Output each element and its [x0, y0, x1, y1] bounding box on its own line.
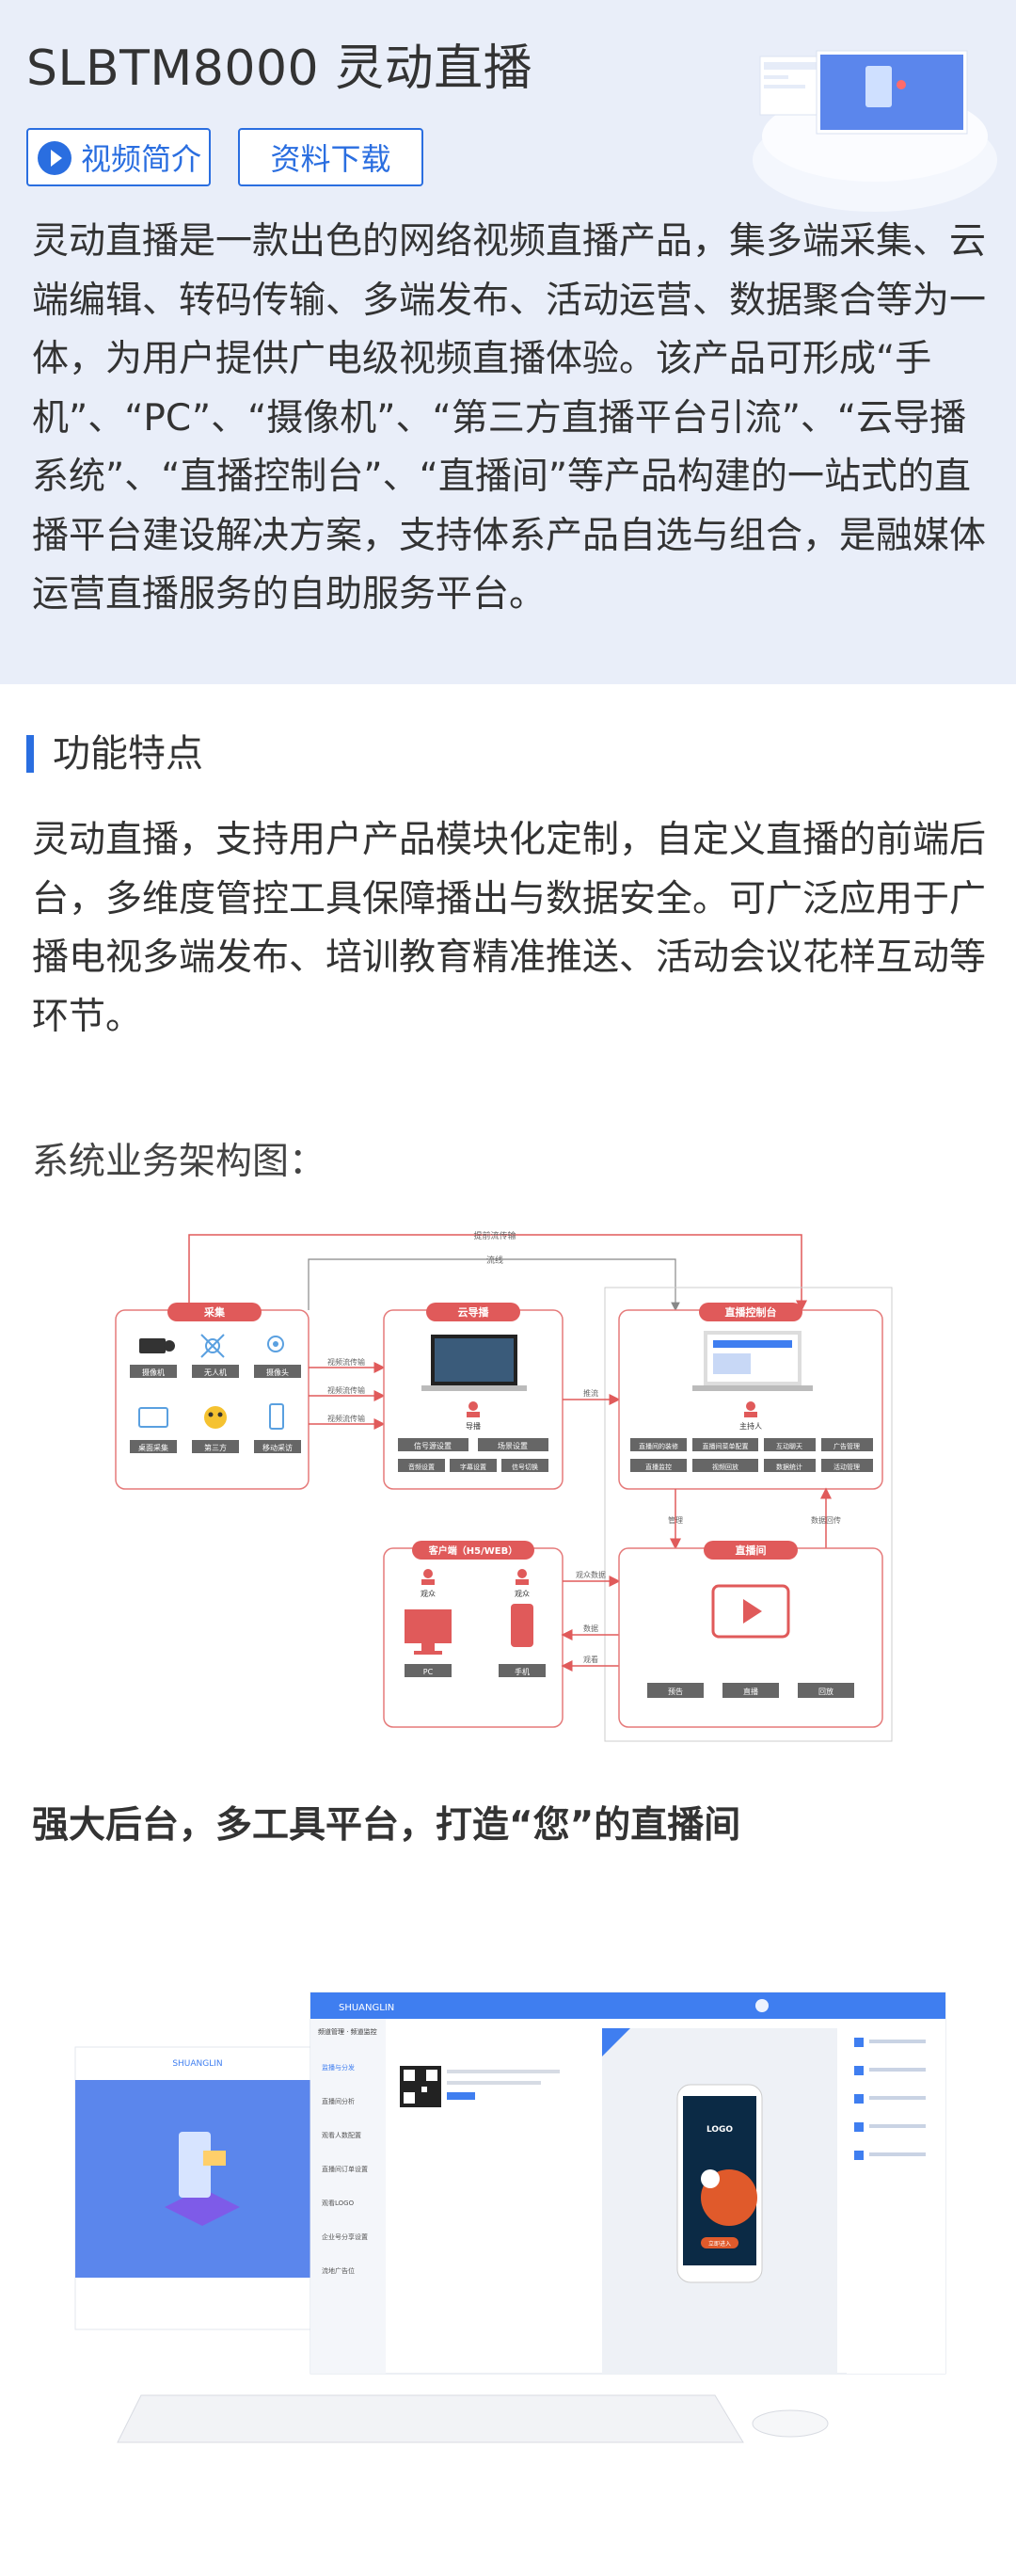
play-icon [38, 141, 71, 175]
capture-link-2: 视频流传输 [327, 1414, 365, 1423]
hero-product-illustration [753, 50, 997, 212]
client-link-0: 观众数据 [576, 1570, 606, 1579]
director-btn-1: 场景设置 [498, 1441, 528, 1450]
architecture-label: 系统业务架构图： [32, 1141, 326, 1183]
console-operator: 主持人 [739, 1421, 762, 1431]
director-btn-3: 字幕设置 [460, 1463, 486, 1471]
laptop-icon [421, 1335, 527, 1391]
capture-item-4: 第三方 [204, 1443, 227, 1452]
push-link: 推流 [583, 1388, 598, 1398]
product-description: 灵动直播是一款出色的网络视频直播产品，集多端采集、云端编辑、转码传输、多端发布、… [32, 220, 987, 616]
room-btn-1: 直播 [743, 1687, 758, 1696]
features-description: 灵动直播，支持用户产品模块化定制，自定义直播的前端后台，多维度管控工具保障播出与… [32, 819, 987, 1038]
console-btn-1: 直播间菜单配置 [703, 1442, 749, 1450]
room-title: 直播间 [736, 1544, 767, 1557]
director-btn-2: 音频设置 [408, 1463, 435, 1471]
mockup-menu-6: 流地广告位 [322, 2266, 355, 2275]
backend-mockup-illustration: SHUANGLIN SHUANGLIN 频道管理 · 频道监控 监播与分发 直播… [74, 1992, 946, 2443]
director-btn-0: 信号源设置 [414, 1441, 452, 1450]
mouse-icon [752, 2409, 829, 2438]
live-room-box: 直播间 预告 直播 回放 [618, 1541, 883, 1728]
qr-code-icon [400, 2066, 441, 2107]
mockup-menu-0: 监播与分发 [322, 2063, 355, 2072]
console-btn-7: 活动管理 [833, 1463, 860, 1471]
capture-item-1: 无人机 [204, 1368, 227, 1377]
top-link-label-1: 提前流传输 [473, 1230, 516, 1241]
room-btn-2: 回放 [818, 1687, 833, 1696]
console-btn-5: 视频回放 [712, 1463, 738, 1471]
director-btn-4: 信号切换 [512, 1463, 538, 1471]
mockup-menu-2: 观看人数配置 [322, 2131, 361, 2139]
viewer-icon [421, 1569, 435, 1585]
drone-icon [200, 1334, 225, 1358]
live-console-box: 直播控制台 主持人 直播间的装修 直播间菜单配置 互动聊天 广告管理 直播监控 … [618, 1303, 883, 1490]
capture-box: 采集 摄像机 无人机 摄像头 桌面采集 第三方 移动采访 [115, 1303, 310, 1490]
features-heading-text: 功能特点 [53, 732, 203, 776]
product-hero: SLBTM8000 灵动直播 视频简介 资料下载 灵动直播是一款出色的网络视频直… [0, 0, 1016, 684]
console-btn-2: 互动聊天 [776, 1442, 802, 1450]
desktop-icon [138, 1407, 168, 1428]
heading-accent-bar [26, 735, 34, 773]
backend-headline: 强大后台，多工具平台，打造“您”的直播间 [32, 1804, 741, 1847]
console-title: 直播控制台 [725, 1305, 777, 1319]
video-play-icon [711, 1584, 790, 1639]
client-title: 客户端（H5/WEB） [428, 1544, 517, 1557]
left-screen-brand: SHUANGLIN [172, 2059, 222, 2069]
client-link-2: 观看 [583, 1656, 598, 1664]
mockup-brand: SHUANGLIN [339, 2003, 394, 2013]
console-btn-6: 数据统计 [776, 1463, 802, 1471]
console-btn-0: 直播间的装修 [639, 1442, 678, 1450]
download-button[interactable]: 资料下载 [238, 128, 423, 186]
mockup-menu: 监播与分发 直播间分析 观看人数配置 直播间订单设置 观看LOGO 企业号分享设… [322, 2063, 368, 2275]
viewer-0: 观众 [421, 1590, 436, 1598]
capture-item-2: 摄像头 [266, 1368, 289, 1377]
video-intro-label: 视频简介 [81, 141, 202, 177]
mockup-menu-5: 企业号分享设置 [322, 2232, 368, 2241]
mockup-menu-1: 直播间分析 [322, 2097, 355, 2105]
phone-logo-text: LOGO [706, 2125, 733, 2135]
phone-icon [511, 1604, 533, 1647]
architecture-diagram: 提前流传输 流线 采集 摄像机 无人机 摄像头 桌面采集 第三方 移动采访 视频… [115, 1230, 893, 1742]
capture-item-3: 桌面采集 [138, 1443, 168, 1452]
mockup-menu-4: 观看LOGO [322, 2200, 355, 2207]
stack-illustration-icon [165, 2132, 240, 2226]
webcam-icon [267, 1336, 284, 1352]
video-intro-button[interactable]: 视频简介 [26, 128, 211, 186]
capture-item-0: 摄像机 [142, 1368, 165, 1377]
cloud-director-box: 云导播 导播 信号源设置 场景设置 音频设置 字幕设置 信号切换 [383, 1303, 564, 1490]
phone-enter-button: 立即进入 [708, 2240, 731, 2248]
mobile-icon [269, 1403, 284, 1430]
keyboard-icon [117, 2394, 744, 2443]
director-operator: 导播 [466, 1421, 481, 1431]
viewer-icon [516, 1569, 529, 1585]
capture-item-5: 移动采访 [262, 1443, 293, 1452]
client-link-1: 数据 [583, 1624, 598, 1633]
capture-link-1: 视频流传输 [327, 1385, 365, 1395]
camera-icon [139, 1338, 175, 1353]
data-return-link: 数据回传 [811, 1515, 841, 1525]
console-laptop-icon [692, 1331, 813, 1391]
client-box: 客户端（H5/WEB） 观众 观众 PC 手机 [383, 1541, 564, 1728]
device-1: 手机 [515, 1667, 530, 1676]
viewer-1: 观众 [515, 1590, 530, 1598]
director-title: 云导播 [458, 1305, 490, 1319]
device-0: PC [423, 1668, 434, 1676]
manage-link: 管理 [668, 1515, 683, 1525]
pc-icon [405, 1609, 452, 1655]
room-btn-0: 预告 [668, 1687, 683, 1696]
console-btn-4: 直播监控 [645, 1463, 672, 1471]
page-title: SLBTM8000 灵动直播 [26, 40, 533, 97]
third-party-icon [204, 1406, 227, 1429]
phone-preview-icon [676, 2084, 763, 2283]
mockup-menu-3: 直播间订单设置 [322, 2165, 368, 2173]
host-icon [744, 1401, 757, 1417]
user-icon [467, 1401, 480, 1417]
capture-link-0: 视频流传输 [327, 1357, 365, 1367]
top-link-label-2: 流线 [486, 1255, 503, 1266]
console-btn-3: 广告管理 [833, 1442, 860, 1450]
mockup-nav-title: 频道管理 · 频道监控 [318, 2027, 377, 2036]
capture-title: 采集 [203, 1305, 226, 1319]
